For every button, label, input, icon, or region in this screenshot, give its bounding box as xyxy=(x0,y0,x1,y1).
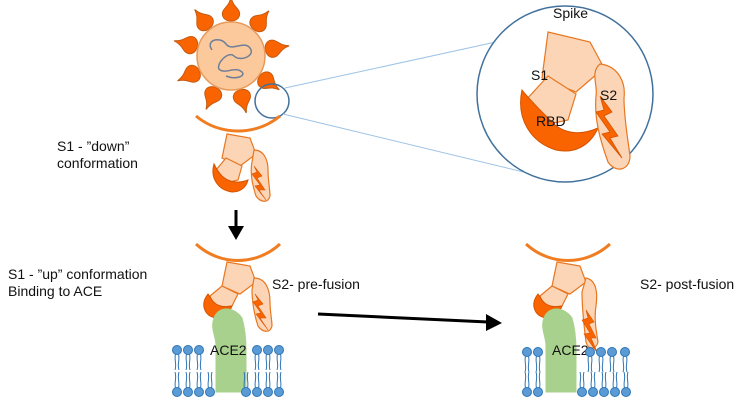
ace2-receptor-right xyxy=(542,308,577,393)
zoom-source-circle xyxy=(254,83,290,119)
ace2-receptor-left xyxy=(212,308,247,393)
s2-lightning xyxy=(595,95,623,159)
fusion-arrow xyxy=(317,312,502,331)
ace2-label-left: ACE2 xyxy=(210,342,247,358)
s2-label: S2 xyxy=(600,87,617,103)
spike-zoom: Spike S1 S2 RBD xyxy=(476,5,654,183)
zoom-line-top xyxy=(284,39,506,89)
zoom-title: Spike xyxy=(553,5,588,21)
prefusion-lightning xyxy=(252,293,269,331)
virus-membrane-arc-1 xyxy=(195,114,281,133)
up-label-line1: S1 - ”up” conformation xyxy=(8,266,148,282)
virus-membrane-arc-3 xyxy=(524,242,612,262)
s2-domain xyxy=(594,63,631,170)
spike-head xyxy=(541,31,605,93)
down-label-line1: S1 - ”down” xyxy=(57,138,130,154)
virus-rna xyxy=(209,39,253,79)
zoom-line-bottom xyxy=(282,113,566,183)
virus-membrane-arc-2 xyxy=(194,242,282,262)
down-arrow xyxy=(228,210,244,240)
spike-postfusion: ACE2 xyxy=(524,242,612,393)
s1-label: S1 xyxy=(531,67,548,83)
virus xyxy=(171,0,292,116)
spike-down xyxy=(195,114,281,202)
spike-down-lightning xyxy=(251,165,267,201)
ace2-label-right: ACE2 xyxy=(552,342,589,358)
spike-up-prefusion: ACE2 xyxy=(194,242,282,393)
virus-body xyxy=(196,21,266,91)
spike-down-head xyxy=(221,133,257,167)
up-label-line2: Binding to ACE xyxy=(8,283,103,299)
spike-down-rbd xyxy=(212,162,249,193)
prefusion-label: S2- pre-fusion xyxy=(272,276,360,292)
rbd-label: RBD xyxy=(536,113,566,129)
prefusion-head xyxy=(221,261,257,295)
postfusion-label: S2- post-fusion xyxy=(640,276,735,292)
postfusion-head xyxy=(551,261,587,295)
down-label-line2: conformation xyxy=(57,155,138,171)
